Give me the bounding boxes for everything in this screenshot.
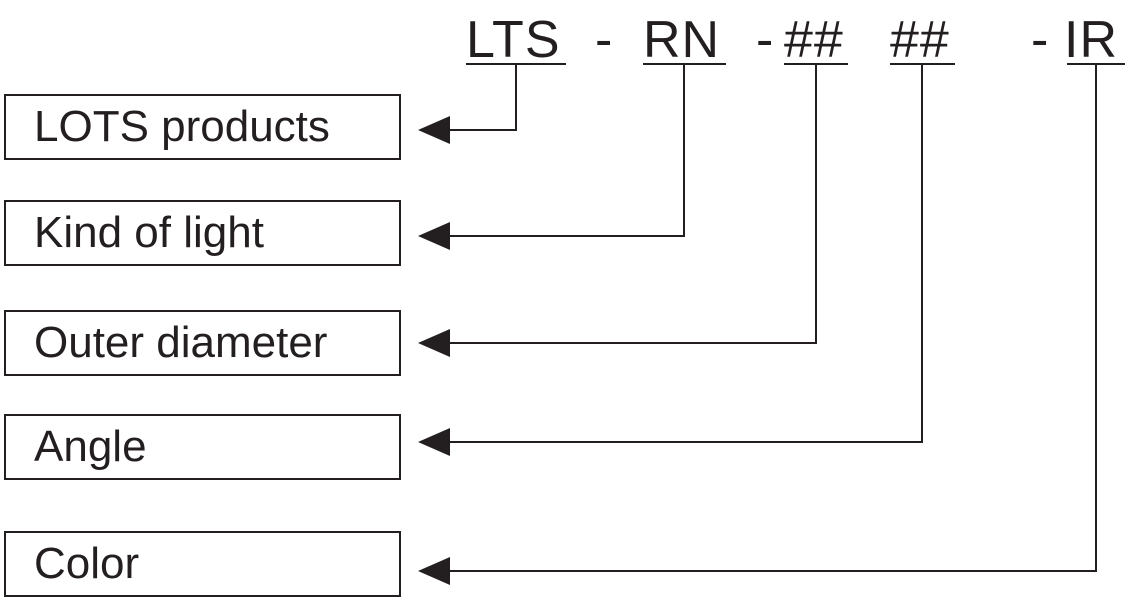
connector-lots-products bbox=[448, 64, 517, 131]
label-lots-products: LOTS products bbox=[4, 94, 401, 160]
arrow-left-icon bbox=[418, 116, 450, 144]
code-separator: - bbox=[1031, 11, 1049, 69]
label-angle: Angle bbox=[4, 414, 401, 480]
arrow-left-icon bbox=[418, 428, 450, 456]
code-part-outer-diameter: ## bbox=[784, 11, 844, 69]
arrow-left-icon bbox=[418, 222, 450, 250]
label-color: Color bbox=[4, 531, 401, 597]
arrow-left-icon bbox=[418, 329, 450, 357]
connector-angle bbox=[448, 64, 923, 443]
code-separator: - bbox=[756, 11, 774, 69]
arrow-left-icon bbox=[418, 557, 450, 585]
connector-outer-diameter bbox=[448, 64, 817, 344]
code-part-ir: IR bbox=[1064, 11, 1118, 69]
label-outer-diameter: Outer diameter bbox=[4, 310, 401, 376]
code-part-angle: ## bbox=[890, 11, 950, 69]
connector-kind-of-light bbox=[448, 64, 685, 237]
code-separator: - bbox=[595, 11, 613, 69]
label-kind-of-light: Kind of light bbox=[4, 200, 401, 266]
code-part-rn: RN bbox=[643, 11, 721, 69]
code-part-lts: LTS bbox=[466, 11, 561, 69]
connector-color bbox=[448, 64, 1097, 572]
